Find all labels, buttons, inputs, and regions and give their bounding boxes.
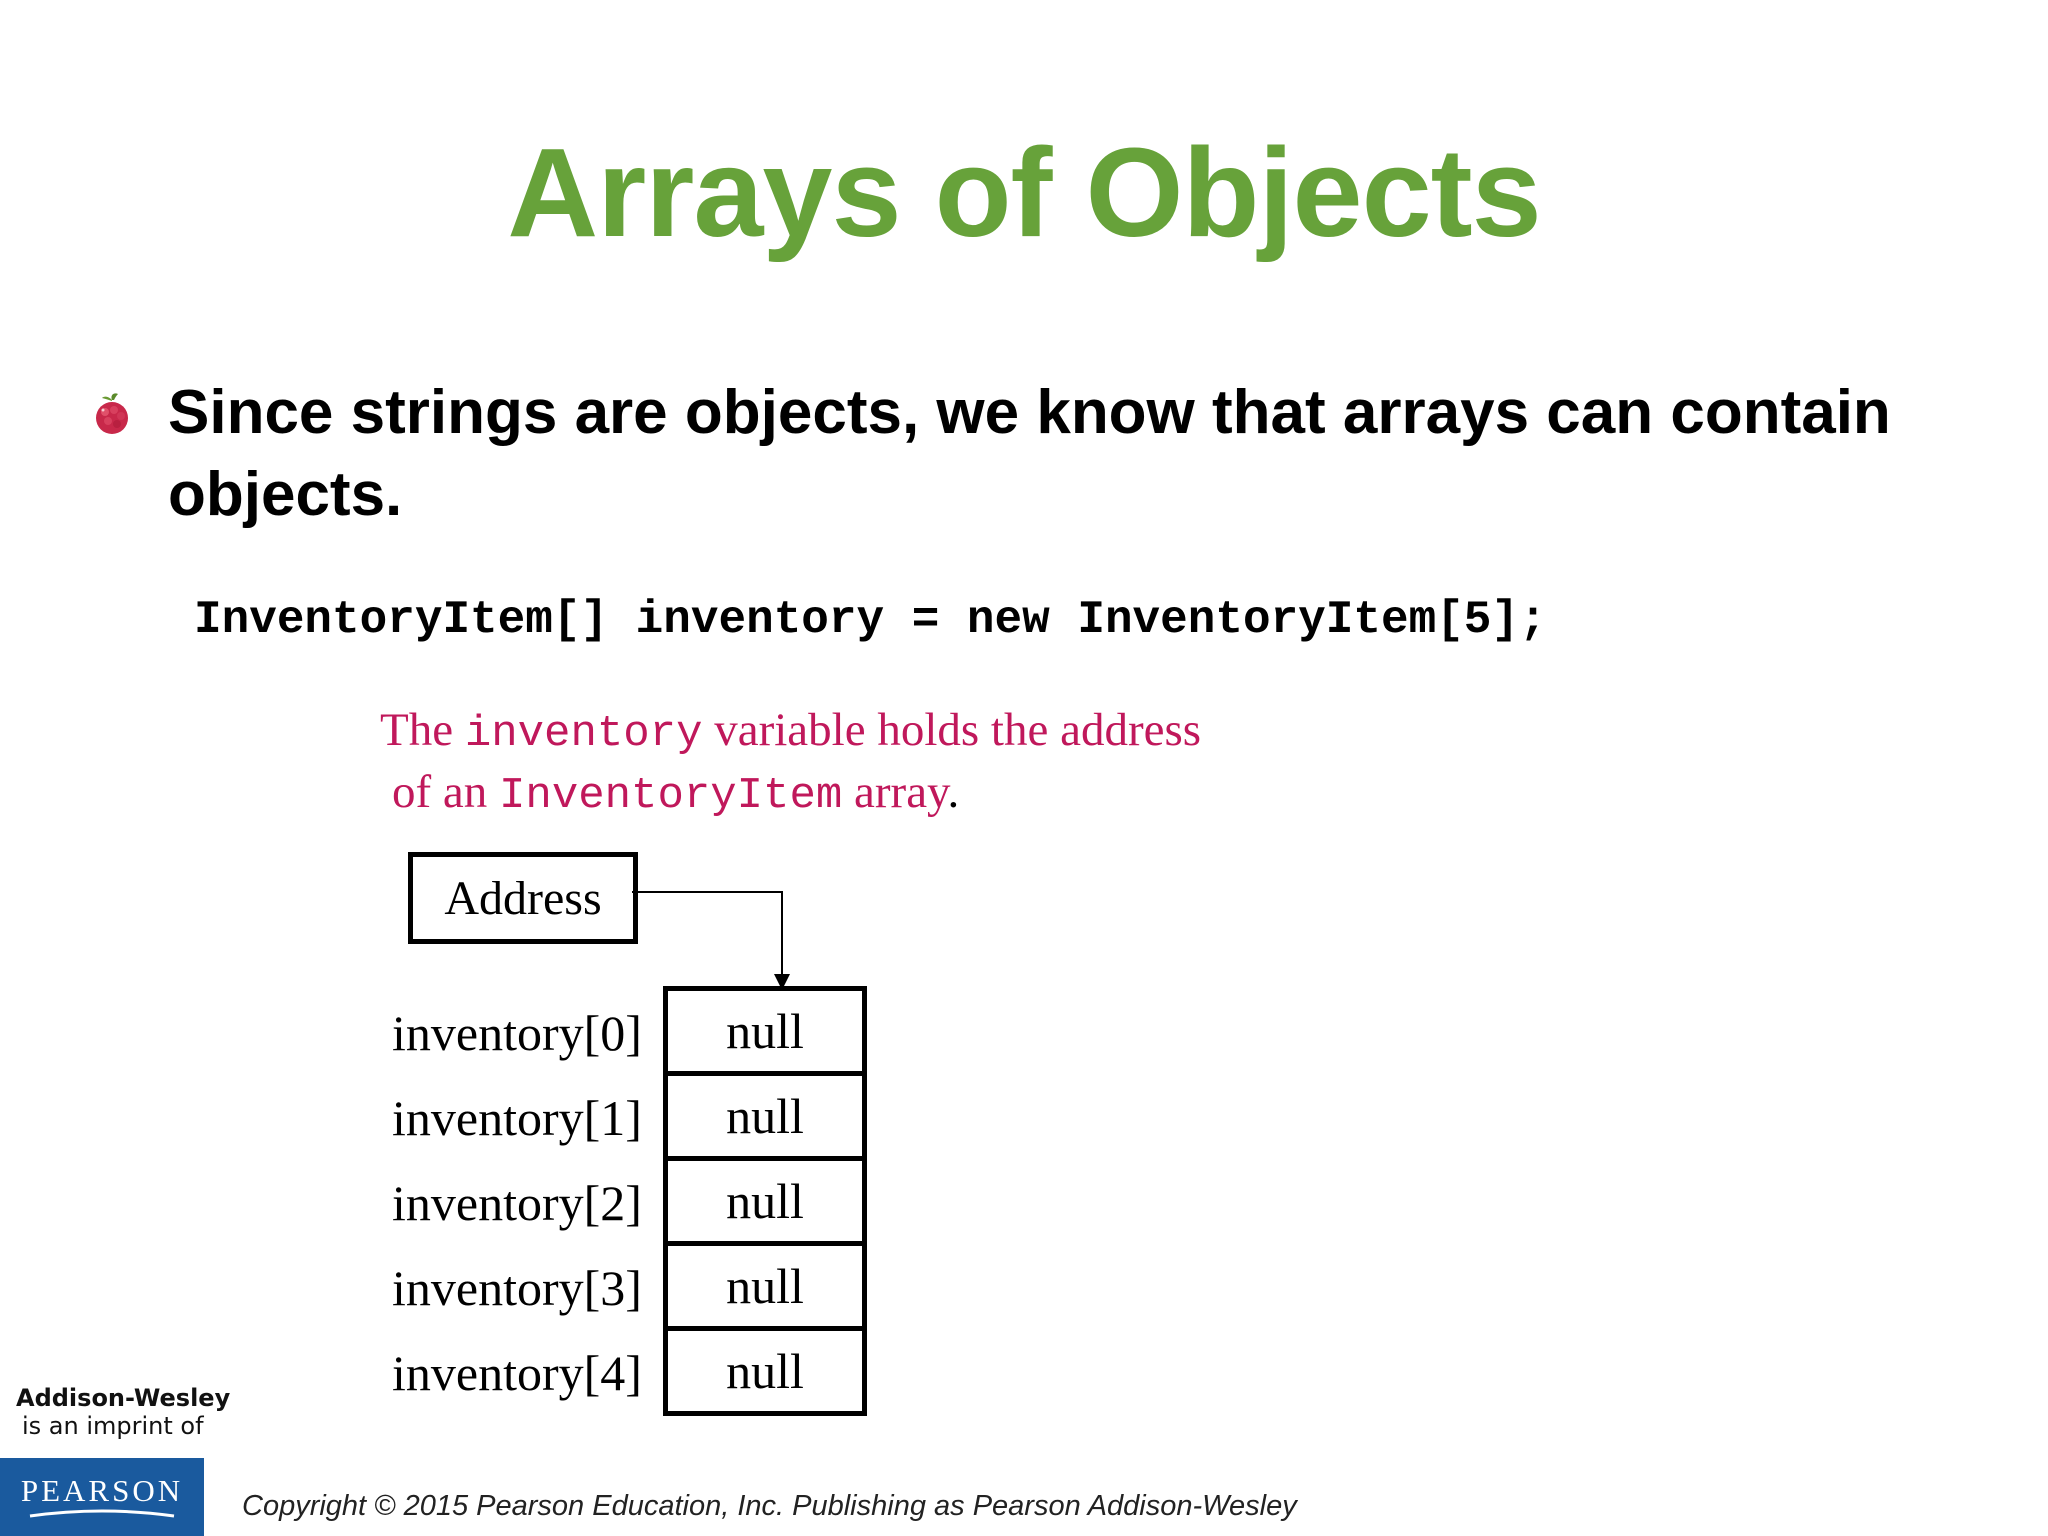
pointer-arrow: [632, 891, 790, 990]
copyright-text: Copyright © 2015 Pearson Education, Inc.…: [242, 1490, 1297, 1522]
publisher-imprint: is an imprint of: [22, 1412, 204, 1440]
code-line: InventoryItem[] inventory = new Inventor…: [194, 594, 1547, 646]
array-box: null null null null null: [663, 986, 867, 1416]
array-cell: null: [668, 1156, 862, 1241]
raspberry-icon: [96, 393, 128, 434]
caption-text: of an: [392, 766, 500, 818]
slide-title: Arrays of Objects: [507, 122, 1541, 263]
array-cell: null: [668, 1326, 862, 1411]
index-label: inventory[1]: [392, 1089, 642, 1146]
array-cell: null: [726, 1003, 804, 1059]
caption-text: variable holds the address: [702, 704, 1202, 756]
caption-text: array: [842, 766, 948, 818]
caption-line-2: of an InventoryItem array.: [392, 762, 959, 826]
address-box: Address: [408, 852, 638, 944]
caption-line-1: The inventory variable holds the address: [380, 700, 1201, 764]
logo-swoosh-icon: [29, 1509, 175, 1518]
publisher-name: Addison-Wesley: [16, 1384, 231, 1412]
pearson-logo-text: PEARSON: [20, 1473, 184, 1508]
pearson-logo: [0, 1458, 204, 1536]
caption-text: The: [380, 704, 465, 756]
index-label: inventory[4]: [392, 1344, 642, 1401]
bullet-text: Since strings are objects, we know that …: [168, 378, 1891, 529]
array-cell: null: [668, 1071, 862, 1156]
index-label: inventory[2]: [392, 1174, 642, 1231]
address-label: Address: [444, 871, 602, 925]
index-label: inventory[3]: [392, 1259, 642, 1316]
caption-code: inventory: [464, 709, 703, 759]
caption-code: InventoryItem: [499, 771, 843, 821]
caption-period: .: [947, 766, 960, 818]
index-label: inventory[0]: [392, 1004, 642, 1061]
array-cell: null: [668, 1241, 862, 1326]
